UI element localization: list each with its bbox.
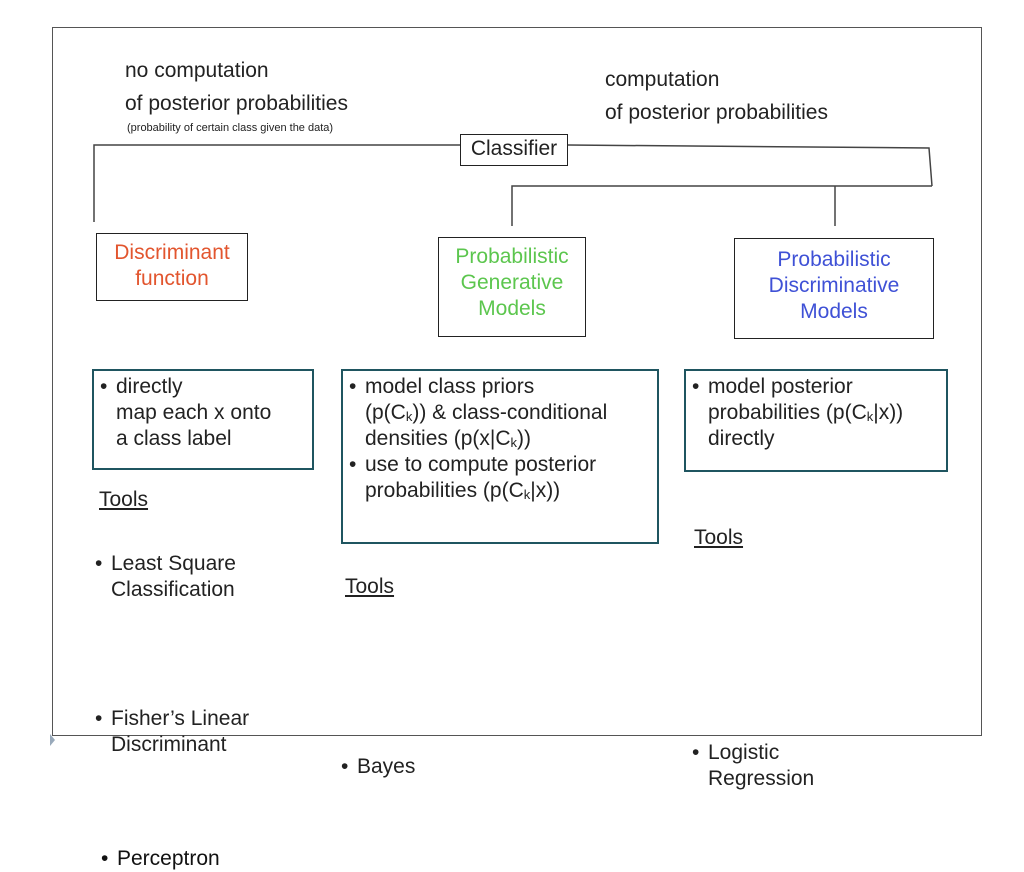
discriminative-tools-heading: Tools <box>694 526 744 549</box>
generative-detail-bullet2: use to compute posterior probabilities (… <box>349 452 651 504</box>
tree-connectors <box>93 144 933 226</box>
generative-detail-b1-line1: model class priors <box>365 375 535 398</box>
generative-models-node: Probabilistic Generative Models <box>438 237 586 337</box>
discriminant-detail-bullet: directly map each x onto a class label <box>100 374 306 452</box>
tool-logistic-regression: Logistic Regression <box>692 740 1024 792</box>
computation-label: computation <box>605 68 720 91</box>
discriminant-detail-box: directly map each x onto a class label <box>92 369 314 470</box>
tool-perceptron: Perceptron <box>101 846 1024 872</box>
discriminative-node-line3: Models <box>800 300 868 323</box>
left-branch-line <box>93 144 460 222</box>
tool-least-square: Least Square Classification <box>95 551 1024 603</box>
discriminant-detail-line2: map each x onto <box>116 401 272 424</box>
classifier-node: Classifier <box>460 134 568 166</box>
discriminative-detail-line3: directly <box>708 427 775 450</box>
discriminant-detail-line3: a class label <box>116 427 232 450</box>
classifier-label: Classifier <box>470 137 558 160</box>
generative-detail-box: model class priors (p(Ck)) & class-condi… <box>341 369 659 544</box>
posterior-definition-note: (probability of certain class given the … <box>127 122 334 134</box>
discriminative-detail-box: model posterior probabilities (p(Ck|x)) … <box>684 369 948 472</box>
discriminant-detail-line1: directly <box>116 375 183 398</box>
discriminant-node-line2: function <box>135 267 209 290</box>
discriminative-node-line1: Probabilistic <box>777 248 891 271</box>
generative-detail-b1-line2: (p(Ck)) & class-conditional <box>365 401 608 424</box>
no-computation-label-line2: of posterior probabilities <box>125 92 348 115</box>
discriminative-detail-line2: probabilities (p(Ck|x)) <box>708 401 904 424</box>
discriminative-models-node: Probabilistic Discriminative Models <box>734 238 934 339</box>
middle-bar-line <box>511 185 932 226</box>
discriminative-detail-bullet: model posterior probabilities (p(Ck|x)) … <box>692 374 940 452</box>
generative-node-line1: Probabilistic <box>455 245 569 268</box>
tool-fisher-linear-discriminant: Fisher’s Linear Discriminant <box>95 706 1024 758</box>
discriminant-tools-heading: Tools <box>99 488 149 511</box>
slide-edge-marker <box>50 734 55 746</box>
generative-detail-b2-line1: use to compute posterior <box>365 453 597 476</box>
generative-detail-bullet1: model class priors (p(Ck)) & class-condi… <box>349 374 651 452</box>
right-branch-line <box>567 144 933 187</box>
discriminative-node-line2: Discriminative <box>768 274 900 297</box>
no-computation-label: no computation <box>125 59 269 82</box>
computation-label-line2: of posterior probabilities <box>605 101 828 124</box>
discriminant-function-node: Discriminant function <box>96 233 248 301</box>
generative-detail-b1-line3: densities (p(x|Ck)) <box>365 427 532 450</box>
generative-detail-b2-line2: probabilities (p(Ck|x)) <box>365 479 561 502</box>
discriminative-detail-line1: model posterior <box>708 375 853 398</box>
generative-node-line3: Models <box>478 297 546 320</box>
generative-tools-heading: Tools <box>345 575 395 598</box>
generative-node-line2: Generative <box>460 271 564 294</box>
discriminant-node-line1: Discriminant <box>114 241 230 264</box>
